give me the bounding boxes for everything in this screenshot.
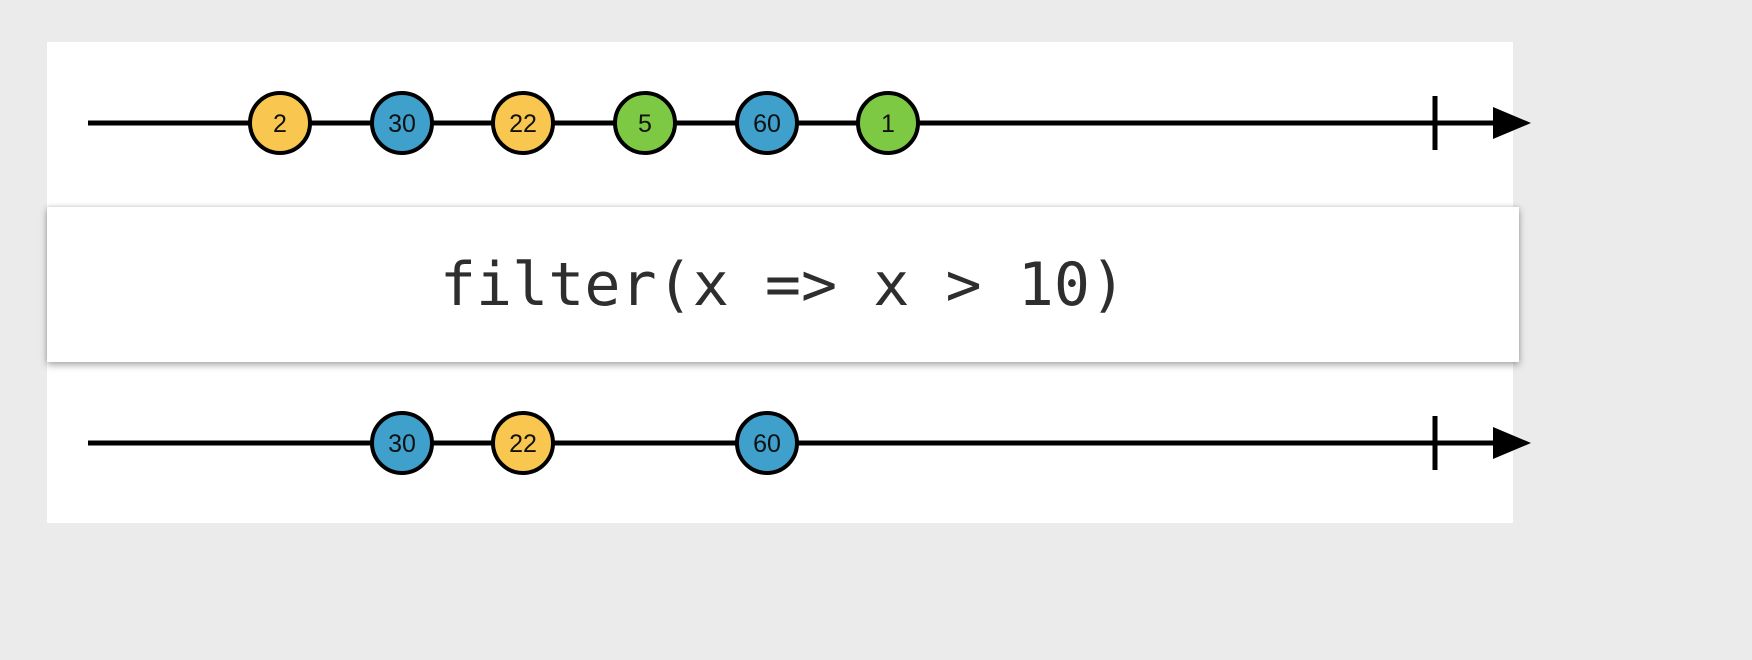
marble-value: 60 [753, 110, 781, 138]
marble-circle [735, 91, 799, 155]
marble[interactable]: 30 [370, 91, 434, 155]
marble[interactable]: 22 [491, 91, 555, 155]
marble[interactable]: 22 [491, 411, 555, 475]
marble-circle [370, 411, 434, 475]
timeline-arrow-icon [1493, 427, 1531, 459]
marble-value: 5 [638, 110, 652, 138]
source-timeline: 2 30 22 5 60 1 [47, 42, 1531, 208]
marble-circle [370, 91, 434, 155]
marble-value: 30 [388, 430, 416, 458]
marble-value: 60 [753, 430, 781, 458]
operator-label: filter(x => x > 10) [439, 249, 1127, 320]
result-panel: 30 22 60 [47, 362, 1531, 523]
marble-circle [491, 91, 555, 155]
marble[interactable]: 30 [370, 411, 434, 475]
marble-circle [491, 411, 555, 475]
result-timeline-svg: 30 22 60 [88, 411, 1531, 475]
marble[interactable]: 5 [613, 91, 677, 155]
marble-circle [856, 91, 920, 155]
marble[interactable]: 1 [856, 91, 920, 155]
marble-value: 2 [273, 110, 287, 138]
marble[interactable]: 2 [248, 91, 312, 155]
timeline-arrow-icon [1493, 107, 1531, 139]
marble-circle [735, 411, 799, 475]
marble-value: 30 [388, 110, 416, 138]
marble-value: 1 [881, 110, 895, 138]
marble[interactable]: 60 [735, 91, 799, 155]
marble-circle [613, 91, 677, 155]
marble-circle [248, 91, 312, 155]
source-panel: 2 30 22 5 60 1 [47, 42, 1531, 208]
marble[interactable]: 60 [735, 411, 799, 475]
source-timeline-svg: 2 30 22 5 60 1 [88, 91, 1531, 155]
result-timeline: 30 22 60 [47, 362, 1531, 523]
marble-value: 22 [509, 110, 537, 138]
marble-value: 22 [509, 430, 537, 458]
operator-panel: filter(x => x > 10) [47, 207, 1519, 362]
